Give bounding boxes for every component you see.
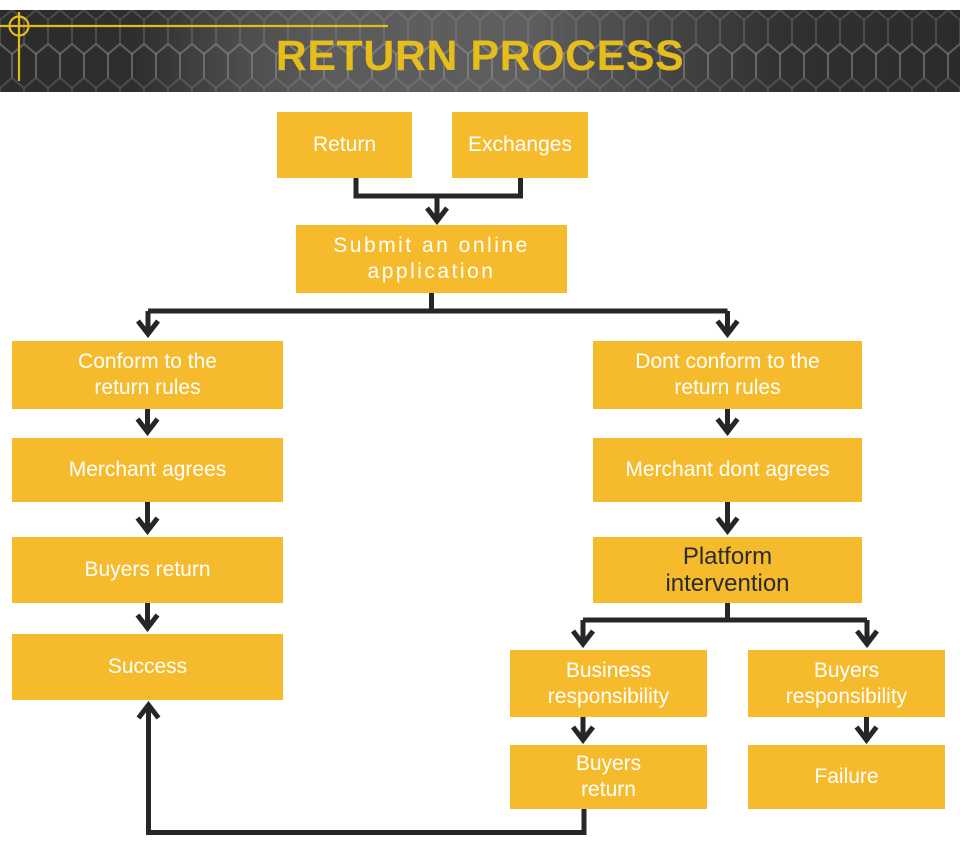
node-return: Return bbox=[277, 112, 412, 178]
node-dont-conform-rules: Dont conform to the return rules bbox=[593, 341, 862, 409]
node-success: Success bbox=[12, 634, 283, 700]
node-failure: Failure bbox=[748, 745, 945, 809]
node-business-responsibility: Business responsibility bbox=[510, 650, 707, 717]
node-platform-intervention: Platform intervention bbox=[593, 537, 862, 603]
node-buyers-return-right: Buyers return bbox=[510, 745, 707, 809]
node-buyers-return-left: Buyers return bbox=[12, 537, 283, 603]
node-merchant-agrees: Merchant agrees bbox=[12, 438, 283, 502]
page-title: RETURN PROCESS bbox=[275, 32, 685, 80]
node-exchanges: Exchanges bbox=[452, 112, 588, 178]
header-mesh-pattern bbox=[0, 10, 960, 92]
node-submit-application: Submit an online application bbox=[296, 225, 567, 293]
crosshair-ornament-icon bbox=[0, 12, 388, 81]
merge-return-exchanges-line bbox=[353, 178, 523, 199]
header-banner: RETURN PROCESS bbox=[0, 10, 960, 92]
node-conform-rules: Conform to the return rules bbox=[12, 341, 283, 409]
node-buyers-responsibility: Buyers responsibility bbox=[748, 650, 945, 717]
node-merchant-dont-agrees: Merchant dont agrees bbox=[593, 438, 862, 502]
